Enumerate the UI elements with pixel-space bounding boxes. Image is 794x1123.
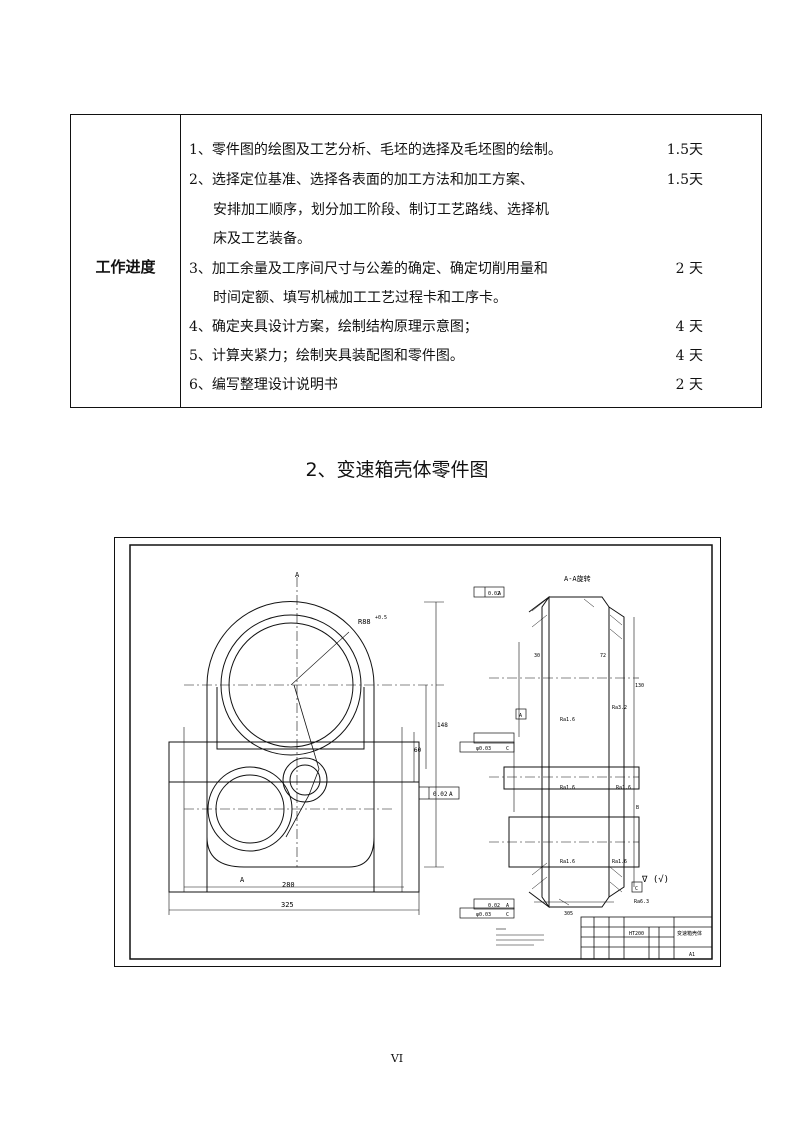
tol-value: 0.02 bbox=[488, 903, 500, 909]
radius-dim: R88 bbox=[358, 618, 371, 626]
schedule-row-days: 1.5天 bbox=[666, 172, 703, 188]
datum-letter: A bbox=[519, 713, 522, 719]
tol-datum: A bbox=[498, 591, 501, 597]
datum-letter: C bbox=[635, 886, 638, 892]
roughness-label: Ra1.6 bbox=[560, 859, 575, 865]
dim-60: 60 bbox=[414, 747, 422, 754]
tol-value: 0.02 bbox=[433, 791, 448, 798]
roughness-label: Ra1.6 bbox=[560, 785, 575, 791]
radius-tol: +0.5 bbox=[375, 615, 387, 621]
dim-72: 72 bbox=[600, 653, 606, 659]
dim-30: 30 bbox=[534, 653, 540, 659]
section-view-label: A-A旋转 bbox=[564, 574, 591, 583]
title-block-part-name: 变速箱壳体 bbox=[677, 930, 702, 937]
tol-value: φ0.03 bbox=[476, 746, 491, 752]
tol-datum: C bbox=[506, 912, 509, 918]
tol-value: φ0.03 bbox=[476, 912, 491, 918]
roughness-label: Ra1.6 bbox=[616, 785, 631, 791]
section-cut-label: A bbox=[240, 876, 245, 884]
section-cut-label: A bbox=[295, 571, 300, 579]
roughness-label: Ra6.3 bbox=[634, 899, 649, 905]
roughness-symbol: ∇ (√) bbox=[641, 874, 669, 885]
schedule-row-text: 4、确定夹具设计方案，绘制结构原理示意图； bbox=[189, 319, 478, 335]
schedule-row-text: 床及工艺装备。 bbox=[213, 231, 311, 247]
tol-datum: A bbox=[506, 903, 509, 909]
page-number: VI bbox=[390, 1052, 404, 1065]
roughness-label: Ra1.6 bbox=[612, 859, 627, 865]
dim-305: 305 bbox=[564, 911, 573, 917]
schedule-row-text: 6、编写整理设计说明书 bbox=[189, 377, 338, 393]
schedule-row-days: 2 天 bbox=[675, 261, 703, 277]
schedule-label: 工作进度 bbox=[95, 258, 156, 276]
schedule-row-text: 2、选择定位基准、选择各表面的加工方法和加工方案、 bbox=[189, 172, 534, 188]
gearbox-housing-part-drawing: A A R88 +0.5 280 325 148 60 0.02 A A-A旋转 bbox=[114, 537, 721, 967]
schedule-row-days: 4 天 bbox=[675, 319, 703, 335]
dim-325: 325 bbox=[281, 901, 294, 909]
schedule-row-text: 3、加工余量及工序间尺寸与公差的确定、确定切削用量和 bbox=[189, 261, 548, 277]
title-block bbox=[580, 916, 713, 960]
section-view bbox=[459, 586, 643, 919]
schedule-row-text: 5、计算夹紧力；绘制夹具装配图和零件图。 bbox=[189, 348, 464, 364]
schedule-label-cell: 工作进度 bbox=[71, 115, 181, 407]
schedule-row-text: 安排加工顺序，划分加工阶段、制订工艺路线、选择机 bbox=[213, 202, 549, 218]
dim-130: 130 bbox=[635, 683, 644, 689]
section-title: 2、变速箱壳体零件图 bbox=[305, 459, 489, 481]
schedule-row-days: 1.5天 bbox=[666, 142, 703, 158]
schedule-row-text: 时间定额、填写机械加工工艺过程卡和工序卡。 bbox=[213, 290, 507, 306]
title-block-material: HT200 bbox=[629, 931, 644, 937]
roughness-label: Ra3.2 bbox=[612, 705, 627, 711]
tol-datum: A bbox=[449, 791, 453, 798]
dim-148: 148 bbox=[437, 722, 448, 729]
work-schedule-table: 工作进度 1、零件图的绘图及工艺分析、毛坯的选择及毛坯图的绘制。 1.5天 2、… bbox=[70, 114, 762, 408]
tol-value: 0.02 bbox=[488, 591, 500, 597]
datum-letter: B bbox=[636, 805, 639, 811]
front-view bbox=[168, 577, 460, 915]
title-block-sheet: A1 bbox=[689, 952, 695, 958]
dim-280: 280 bbox=[282, 881, 295, 889]
schedule-row-days: 4 天 bbox=[675, 348, 703, 364]
schedule-row-text: 1、零件图的绘图及工艺分析、毛坯的选择及毛坯图的绘制。 bbox=[189, 142, 562, 158]
schedule-row-days: 2 天 bbox=[675, 377, 703, 393]
roughness-label: Ra1.6 bbox=[560, 717, 575, 723]
tol-datum: C bbox=[506, 746, 509, 752]
